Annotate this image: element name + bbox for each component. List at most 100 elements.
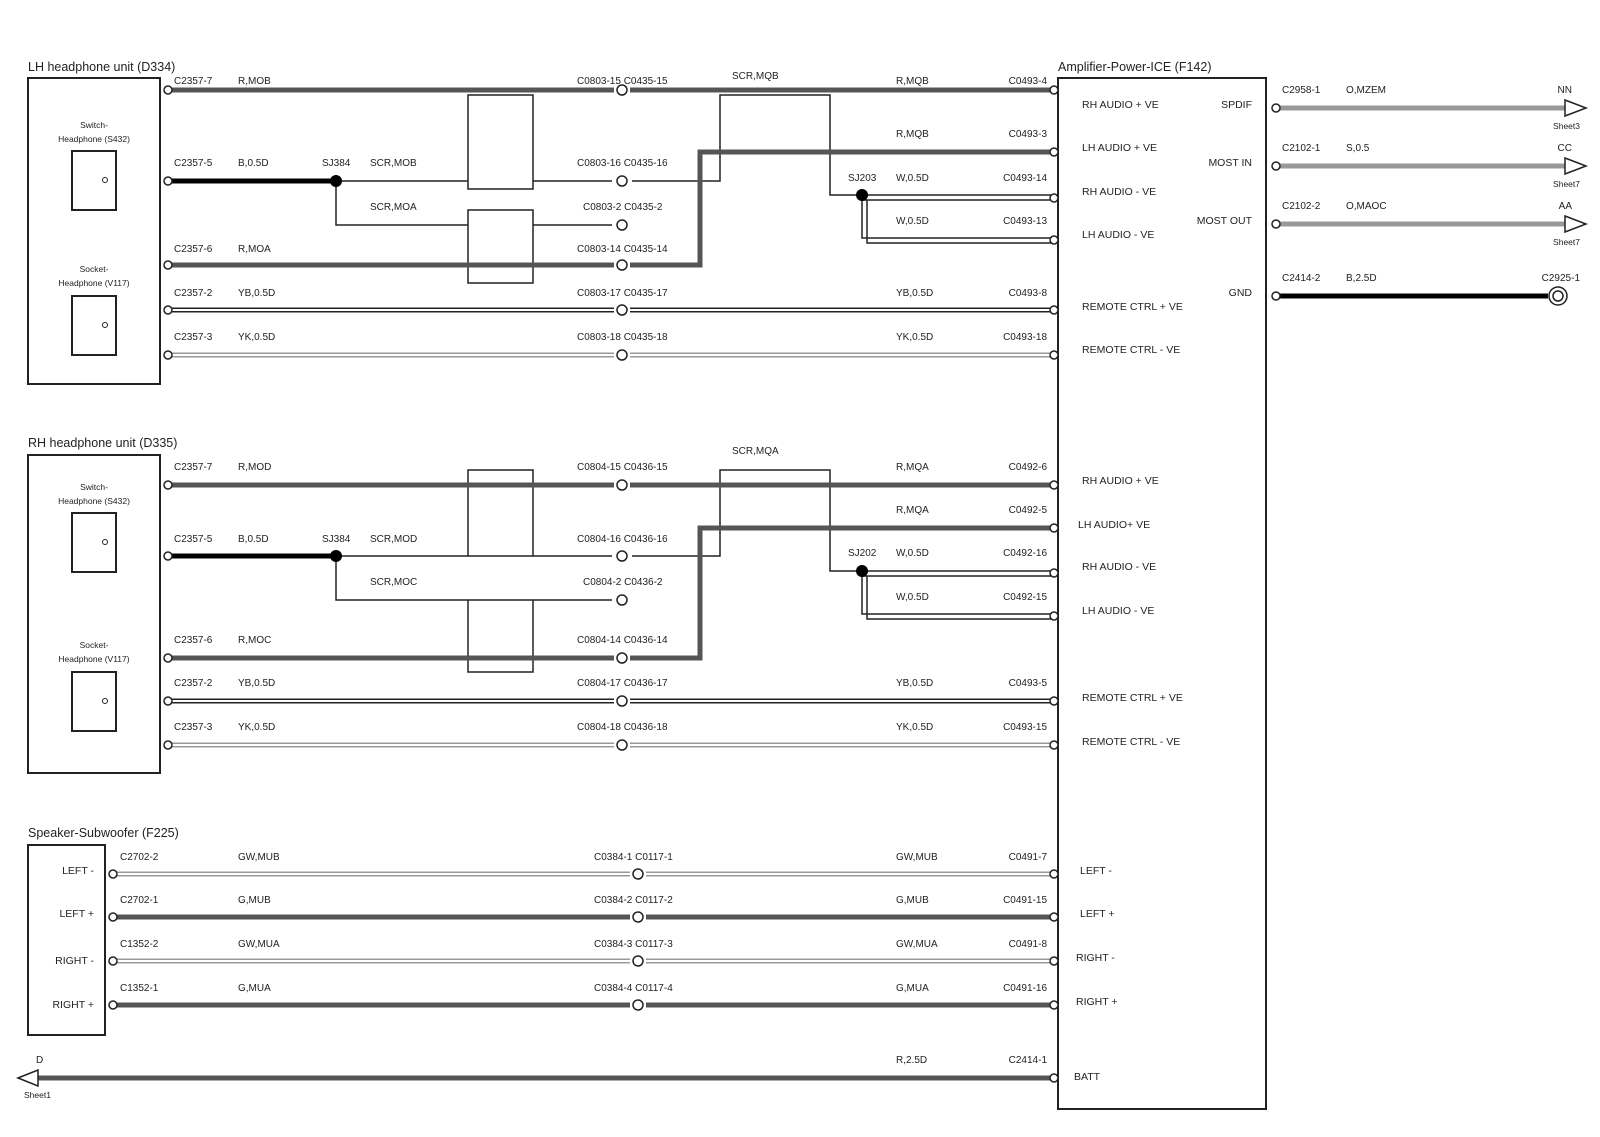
amp-pin: RH AUDIO + VE <box>1082 99 1159 111</box>
amp-pin: LEFT + <box>1080 908 1115 920</box>
socket-label-1: Socket- <box>80 640 109 650</box>
conn-label: C2702-1 <box>120 895 159 906</box>
conn-label: C2925-1 <box>1542 273 1581 284</box>
socket-component <box>71 671 117 732</box>
socket-label-2: Headphone (V117) <box>58 654 129 664</box>
sheet-ref: Sheet3 <box>1553 121 1580 131</box>
amp-conn-label: C0491-16 <box>1003 983 1047 994</box>
off-sheet-arrow-icon <box>1564 214 1589 234</box>
conn-label: C2357-3 <box>174 332 213 343</box>
amp-conn-label: C0491-15 <box>1003 895 1047 906</box>
wire-label: B,0.5D <box>238 158 269 169</box>
wire-label: R,MOB <box>238 76 271 87</box>
sheet-ref: Sheet1 <box>24 1090 51 1100</box>
wire-label: YB,0.5D <box>896 288 933 299</box>
amp-conn-label: C0493-3 <box>1009 129 1048 140</box>
splice-label: SJ202 <box>848 548 877 559</box>
wire-label: W,0.5D <box>896 548 929 559</box>
inline-conn-label: C0804-17 C0436-17 <box>577 678 668 689</box>
inline-conn-label: C0384-4 C0117-4 <box>594 983 673 994</box>
inline-conn-label: C0803-16 C0435-16 <box>577 158 668 169</box>
wire-label: YB,0.5D <box>238 288 275 299</box>
sub-pin-right-pos: RIGHT + <box>52 999 94 1011</box>
amp-conn-label: C0492-6 <box>1009 462 1048 473</box>
sheet-ref: Sheet7 <box>1553 179 1580 189</box>
lh-unit-title: LH headphone unit (D334) <box>28 60 175 74</box>
wire-label: YK,0.5D <box>896 722 933 733</box>
inline-conn-label: C0803-14 C0435-14 <box>577 244 668 255</box>
amp-conn-label: C0493-14 <box>1003 173 1047 184</box>
amp-pin-batt: BATT <box>1074 1071 1101 1083</box>
output-wiring: C2958-1 O,MZEM NN Sheet3 C2102-1 S,0.5 C… <box>1271 85 1589 306</box>
socket-component <box>71 295 117 356</box>
inline-conn-label: C0804-16 C0436-16 <box>577 534 668 545</box>
rh-unit-title: RH headphone unit (D335) <box>28 436 177 450</box>
sheet-letter: NN <box>1558 85 1572 96</box>
wire-label: GW,MUA <box>896 939 938 950</box>
wire-label: SCR,MOA <box>370 202 417 213</box>
wire-label: YK,0.5D <box>238 332 275 343</box>
conn-label: C2357-7 <box>174 462 213 473</box>
splice-label: SJ384 <box>322 158 351 169</box>
amp-conn-label: C0493-18 <box>1003 332 1047 343</box>
amp-pin: REMOTE CTRL - VE <box>1082 736 1180 748</box>
wire-label: R,2.5D <box>896 1055 927 1066</box>
inline-conn-label: C0804-18 C0436-18 <box>577 722 668 733</box>
sub-pin-left-neg: LEFT - <box>62 865 94 877</box>
wire-label: O,MZEM <box>1346 85 1386 96</box>
wire-label: R,MOA <box>238 244 271 255</box>
wire-label: YB,0.5D <box>238 678 275 689</box>
rh-headphone-unit: RH headphone unit (D335) Switch- Headpho… <box>27 436 177 774</box>
wire-label: YK,0.5D <box>238 722 275 733</box>
conn-label: C2357-5 <box>174 158 213 169</box>
sub-pin-left-pos: LEFT + <box>59 908 94 920</box>
switch-component <box>71 512 117 573</box>
conn-label: C2357-7 <box>174 76 213 87</box>
wire-label: O,MAOC <box>1346 201 1387 212</box>
wire-label: G,MUB <box>896 895 929 906</box>
inline-conn-label: C0384-2 C0117-2 <box>594 895 673 906</box>
off-sheet-arrow-icon <box>1564 156 1589 176</box>
wire-label: W,0.5D <box>896 216 929 227</box>
conn-label: C2357-5 <box>174 534 213 545</box>
amp-conn-label: C0491-7 <box>1009 852 1048 863</box>
wire-label: B,2.5D <box>1346 273 1377 284</box>
wire-label: G,MUB <box>238 895 271 906</box>
sheet-letter: CC <box>1558 143 1572 154</box>
amp-conn-label: C0492-16 <box>1003 548 1047 559</box>
rh-wiring: C2357-7 R,MOD C2357-5 B,0.5D SJ384 SCR,M… <box>163 446 1059 751</box>
wire-label: SCR,MQA <box>732 446 779 457</box>
off-sheet-arrow-icon <box>1564 98 1589 118</box>
wire-label: W,0.5D <box>896 592 929 603</box>
wire-label: R,MQB <box>896 76 929 87</box>
socket-label-2: Headphone (V117) <box>58 278 129 288</box>
amp-pin-spdif: SPDIF <box>1221 99 1252 111</box>
conn-label: C2102-2 <box>1282 201 1321 212</box>
amp-conn-label: C0493-13 <box>1003 216 1047 227</box>
splice-label: SJ384 <box>322 534 351 545</box>
conn-label: C2357-6 <box>174 635 213 646</box>
wire-label: W,0.5D <box>896 173 929 184</box>
switch-label-1: Switch- <box>80 482 108 492</box>
amp-pin: RIGHT + <box>1076 996 1118 1008</box>
inline-conn-label: C0803-2 C0435-2 <box>583 202 663 213</box>
wire-label: SCR,MOD <box>370 534 417 545</box>
inline-conn-label: C0803-17 C0435-17 <box>577 288 668 299</box>
conn-label: C2357-6 <box>174 244 213 255</box>
inline-conn-label: C0804-2 C0436-2 <box>583 577 663 588</box>
wire-label: GW,MUA <box>238 939 280 950</box>
batt-wiring: D Sheet1 R,2.5D C2414-1 <box>15 1055 1059 1100</box>
socket-label-1: Socket- <box>80 264 109 274</box>
inline-conn-label: C0803-18 C0435-18 <box>577 332 668 343</box>
lh-headphone-unit: LH headphone unit (D334) Switch- Headpho… <box>27 60 175 385</box>
inline-conn-label: C0803-15 C0435-15 <box>577 76 668 87</box>
splice-label: SJ203 <box>848 173 877 184</box>
wire-label: G,MUA <box>896 983 929 994</box>
switch-label-1: Switch- <box>80 120 108 130</box>
conn-label: C1352-1 <box>120 983 159 994</box>
sheet-ref: Sheet7 <box>1553 237 1580 247</box>
amp-pin: REMOTE CTRL + VE <box>1082 692 1183 704</box>
amp-pin-gnd: GND <box>1229 287 1253 299</box>
amp-pin: REMOTE CTRL - VE <box>1082 344 1180 356</box>
